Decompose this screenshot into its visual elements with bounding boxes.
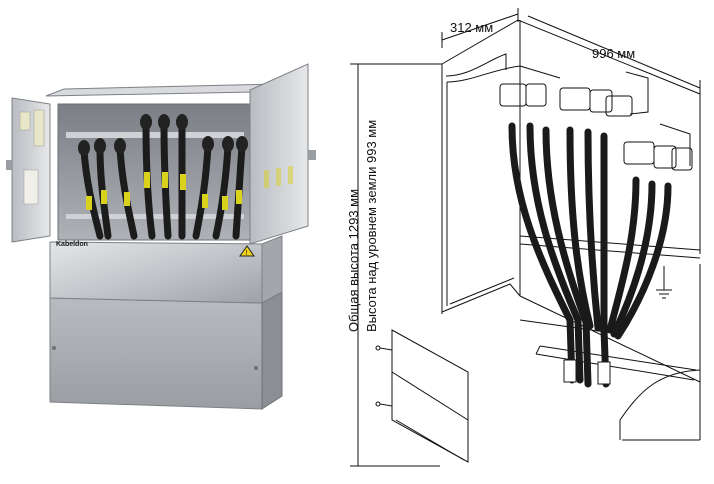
depth-dimension-label: 312 мм — [450, 20, 493, 35]
cabinet-roof — [45, 83, 279, 97]
cabinet-plinth-side — [261, 235, 283, 304]
door-hinge — [308, 150, 316, 160]
cabinet-base — [49, 297, 263, 410]
cable-bundle — [508, 122, 672, 388]
front-cover-panel — [375, 329, 469, 463]
svg-text:!: ! — [246, 250, 248, 257]
cabinet-base-side — [261, 291, 283, 410]
ground-height-label: Высота над уровнем земли 993 мм — [364, 120, 379, 332]
cabinet-photo: ! Kabeldon — [6, 63, 316, 410]
ground-icon — [656, 266, 672, 299]
cabinet-door-right — [249, 63, 309, 245]
technical-drawing — [350, 8, 701, 467]
warning-triangle-icon: ! — [239, 245, 255, 257]
door-label — [19, 111, 31, 131]
busbar — [66, 132, 244, 138]
total-height-label: Общая высота 1293 мм — [346, 189, 361, 332]
cabinet-plinth — [49, 241, 263, 304]
brand-label: Kabeldon — [56, 241, 88, 248]
cable-terminations — [78, 114, 248, 156]
bushing-connectors — [499, 71, 693, 171]
mounting-rail — [519, 235, 701, 381]
door-hinge — [6, 160, 12, 170]
cabinet-outline — [441, 19, 701, 441]
dimension-lines — [350, 8, 701, 467]
door-label — [23, 169, 39, 205]
width-dimension-label: 996 мм — [592, 46, 635, 61]
base-bolt — [254, 366, 258, 370]
cable-markers — [86, 172, 242, 210]
door-label — [33, 109, 45, 147]
busbar — [66, 214, 244, 219]
base-bolt — [52, 346, 56, 350]
door-cables-reflection — [264, 166, 293, 188]
